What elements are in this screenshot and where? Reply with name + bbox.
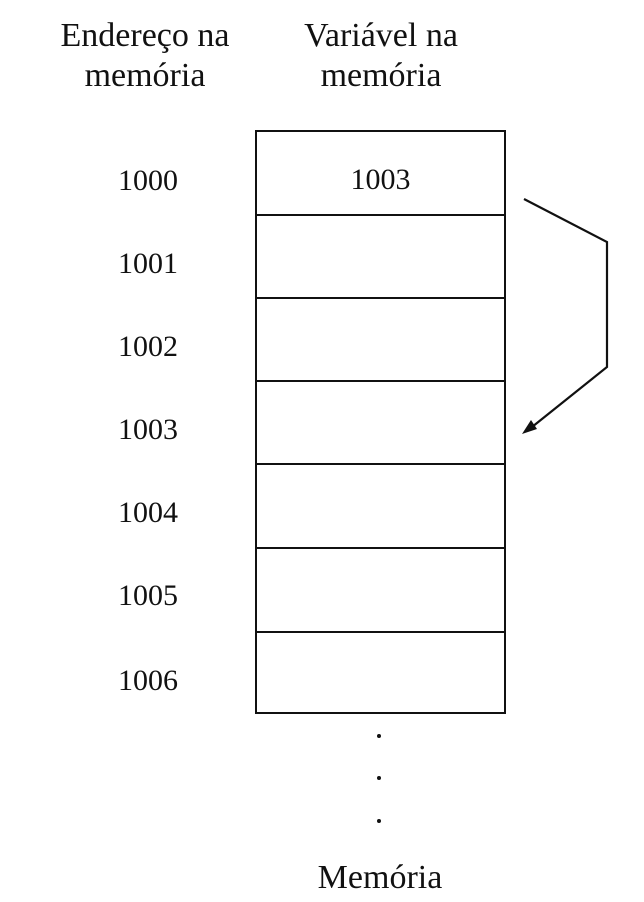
cell-divider bbox=[257, 463, 504, 465]
address-column-header: Endereço na memória bbox=[30, 16, 260, 96]
address-header-line-1: Endereço na bbox=[60, 17, 230, 54]
variable-header-line-1: Variável na bbox=[304, 17, 458, 54]
continuation-dot bbox=[377, 734, 381, 738]
memory-column: 1003 bbox=[255, 130, 506, 714]
address-label: 1005 bbox=[118, 579, 178, 612]
memory-caption: Memória bbox=[317, 859, 443, 896]
address-label: 1002 bbox=[118, 330, 178, 363]
memory-cell: 1003 bbox=[350, 163, 411, 196]
address-label: 1006 bbox=[118, 664, 178, 697]
address-header-line-2: memória bbox=[84, 57, 206, 94]
variable-header-line-2: memória bbox=[320, 57, 442, 94]
continuation-dot bbox=[377, 819, 381, 823]
cell-divider bbox=[257, 214, 504, 216]
continuation-dot bbox=[377, 776, 381, 780]
cell-divider bbox=[257, 631, 504, 633]
cell-divider bbox=[257, 547, 504, 549]
address-label: 1003 bbox=[118, 413, 178, 446]
address-label: 1004 bbox=[118, 496, 178, 529]
address-label: 1000 bbox=[118, 164, 178, 197]
address-label: 1001 bbox=[118, 247, 178, 280]
variable-column-header: Variável na memória bbox=[266, 16, 496, 96]
arrowhead-icon bbox=[522, 420, 537, 434]
cell-divider bbox=[257, 380, 504, 382]
cell-divider bbox=[257, 297, 504, 299]
